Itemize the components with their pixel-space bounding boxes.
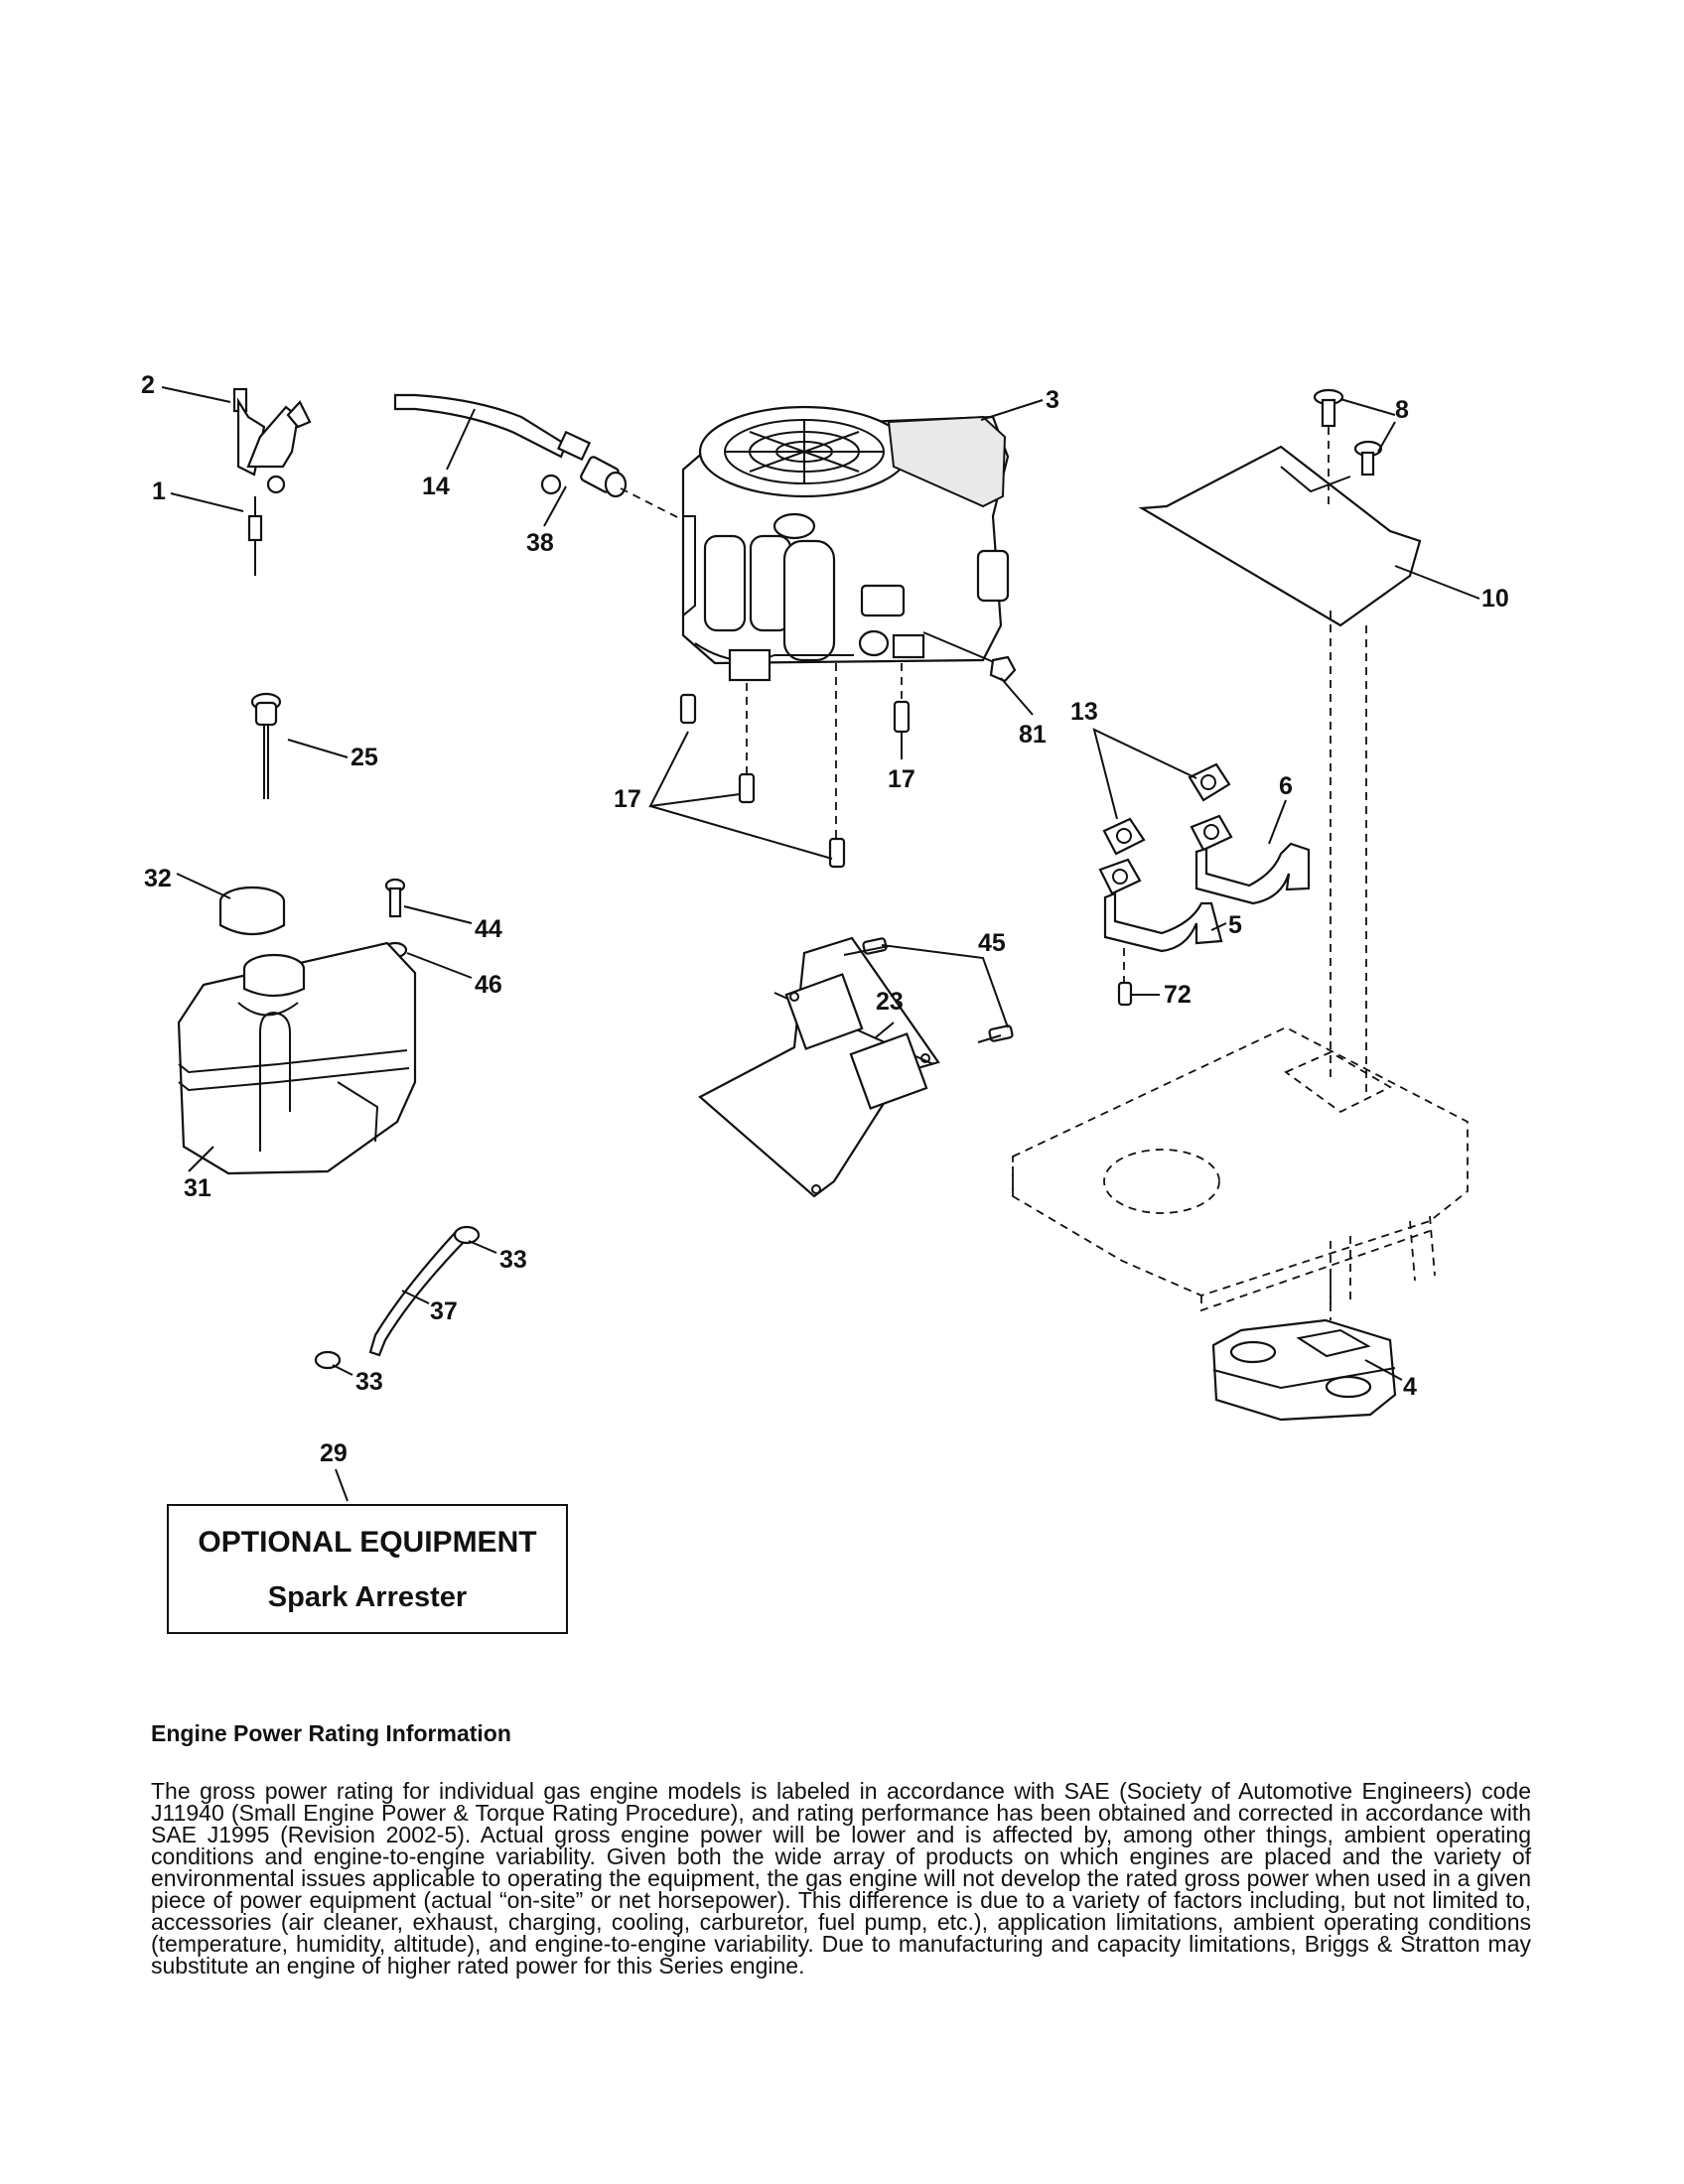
- leader-line: [287, 739, 349, 758]
- callout-33: 33: [499, 1246, 527, 1274]
- optional-equipment-item: Spark Arrester: [267, 1581, 468, 1613]
- engine-part: [681, 405, 1017, 839]
- exhaust-pipe-part: [1098, 762, 1311, 1007]
- callout-6: 6: [1279, 772, 1293, 800]
- callout-8: 8: [1395, 396, 1409, 424]
- leader-line: [875, 1022, 895, 1038]
- leader-line: [335, 1468, 349, 1502]
- fuel-hose-part: [314, 1225, 481, 1370]
- leader-line: [1364, 1359, 1403, 1381]
- callout-45: 45: [978, 929, 1006, 957]
- muffler-part: [1211, 1276, 1397, 1422]
- leader-line: [1210, 922, 1227, 931]
- leader-line: [406, 952, 473, 979]
- callout-33: 33: [355, 1368, 383, 1396]
- callout-72: 72: [1164, 981, 1192, 1009]
- leader-line: [1268, 799, 1287, 845]
- callout-17: 17: [614, 785, 641, 813]
- callout-44: 44: [475, 915, 502, 943]
- callout-17: 17: [888, 765, 915, 793]
- callout-31: 31: [184, 1174, 211, 1202]
- callout-23: 23: [876, 988, 904, 1016]
- bolt-part: [679, 663, 911, 869]
- leader-line: [188, 1146, 214, 1172]
- callout-14: 14: [422, 473, 450, 500]
- callout-46: 46: [475, 971, 502, 999]
- chassis-frame-part: [1012, 1025, 1469, 1312]
- engine-rating-paragraph: The gross power rating for individual ga…: [151, 1778, 1531, 1979]
- callout-81: 81: [1019, 721, 1047, 749]
- callout-32: 32: [144, 865, 172, 892]
- fuel-line-part: [393, 393, 686, 522]
- callout-2: 2: [141, 371, 155, 399]
- leader-line: [881, 944, 1009, 1028]
- fuel-cap-part: [218, 886, 286, 935]
- leader-line: [1000, 677, 1034, 716]
- leader-line: [161, 386, 231, 403]
- callout-25: 25: [351, 744, 378, 771]
- heat-shield-part: [1138, 388, 1422, 1092]
- leader-line: [332, 1364, 353, 1376]
- leader-line: [649, 805, 833, 860]
- leader-line: [468, 1240, 497, 1254]
- callout-5: 5: [1228, 911, 1242, 939]
- callout-13: 13: [1070, 698, 1098, 726]
- leader-line: [403, 905, 473, 924]
- leader-line: [176, 873, 231, 899]
- leader-line: [648, 731, 741, 808]
- leader-line: [980, 399, 1044, 421]
- optional-equipment-box: OPTIONAL EQUIPMENT Spark Arrester: [167, 1504, 568, 1634]
- leader-line: [543, 485, 567, 527]
- leader-line: [1339, 398, 1396, 416]
- callout-29: 29: [320, 1439, 348, 1467]
- callout-1: 1: [152, 478, 166, 505]
- leader-line: [1377, 421, 1396, 453]
- leader-line: [1394, 565, 1480, 600]
- callout-3: 3: [1046, 386, 1059, 414]
- optional-equipment-title: OPTIONAL EQUIPMENT: [198, 1526, 537, 1559]
- leader-line: [401, 1290, 430, 1304]
- fuel-tank-part: [177, 941, 417, 1175]
- callout-38: 38: [526, 529, 554, 557]
- leader-line: [170, 492, 244, 512]
- engine-rating-heading: Engine Power Rating Information: [151, 1720, 511, 1746]
- callout-10: 10: [1481, 585, 1509, 613]
- dipstick-part: [250, 692, 282, 799]
- leader-line: [1092, 728, 1197, 820]
- leader-line: [446, 408, 476, 471]
- engine-plate-part: [698, 936, 1014, 1198]
- callout-37: 37: [430, 1297, 458, 1325]
- callout-4: 4: [1403, 1373, 1417, 1401]
- throttle-control-part: [232, 387, 312, 576]
